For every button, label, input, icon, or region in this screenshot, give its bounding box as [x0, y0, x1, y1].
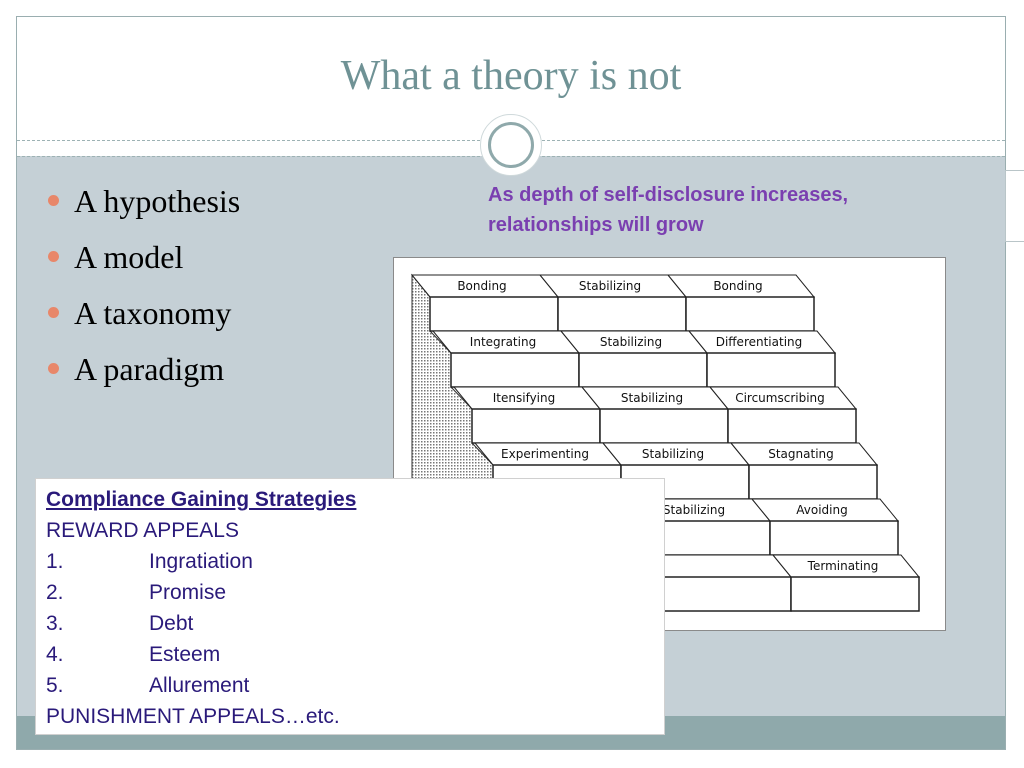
- bullet-item: A taxonomy: [48, 290, 240, 346]
- stage-label: Stabilizing: [600, 335, 662, 349]
- stage-label: Stagnating: [768, 447, 834, 461]
- stage-step-front: [471, 408, 601, 444]
- compliance-box: Compliance Gaining Strategies REWARD APP…: [35, 478, 665, 735]
- stage-step-front: [662, 576, 792, 612]
- bullet-list: A hypothesis A model A taxonomy A paradi…: [48, 178, 240, 402]
- reward-heading: REWARD APPEALS: [46, 519, 239, 542]
- bullet-item: A model: [48, 234, 240, 290]
- side-edge-mark: [1005, 170, 1024, 242]
- stage-step-front: [727, 408, 857, 444]
- stage-label: Terminating: [807, 559, 879, 573]
- list-item: 1.Ingratiation: [46, 550, 253, 573]
- bullet-dot-icon: [48, 195, 59, 206]
- diagram-caption: As depth of self-disclosure increases, r…: [488, 184, 849, 236]
- stage-label: Stabilizing: [579, 279, 641, 293]
- stage-step-front: [450, 352, 580, 388]
- slide-frame: [16, 16, 1006, 750]
- stage-label: Bonding: [457, 279, 506, 293]
- stage-step-front: [769, 520, 899, 556]
- stage-label: Bonding: [713, 279, 762, 293]
- stage-step-front: [685, 296, 815, 332]
- slide-title: What a theory is not: [340, 53, 682, 99]
- stage-label: Stabilizing: [663, 503, 725, 517]
- stage-step-front: [578, 352, 708, 388]
- bullet-dot-icon: [48, 307, 59, 318]
- stage-label: Circumscribing: [735, 391, 825, 405]
- list-item: 4.Esteem: [46, 643, 221, 666]
- stage-step-top: [643, 554, 793, 578]
- stage-step-front: [599, 408, 729, 444]
- list-item: 2.Promise: [46, 581, 227, 604]
- stage-label: Itensifying: [493, 391, 556, 405]
- list-item: 3.Debt: [46, 612, 194, 635]
- stage-label: Experimenting: [501, 447, 589, 461]
- divider-circle-icon: [480, 114, 542, 176]
- stage-label: Integrating: [470, 335, 536, 349]
- stage-label: Avoiding: [796, 503, 847, 517]
- compliance-title: Compliance Gaining Strategies: [46, 488, 357, 511]
- stage-step-front: [790, 576, 920, 612]
- punishment-heading: PUNISHMENT APPEALS…etc.: [46, 705, 340, 728]
- stage-label: Stabilizing: [642, 447, 704, 461]
- stage-step-front: [429, 296, 559, 332]
- bullet-dot-icon: [48, 251, 59, 262]
- stage-label: Stabilizing: [621, 391, 683, 405]
- bullet-item: A paradigm: [48, 346, 240, 402]
- list-item: 5.Allurement: [46, 674, 250, 697]
- bullet-item: A hypothesis: [48, 178, 240, 234]
- stage-step-front: [748, 464, 878, 500]
- stage-step-front: [557, 296, 687, 332]
- bullet-dot-icon: [48, 363, 59, 374]
- stage-step-front: [706, 352, 836, 388]
- stage-label: Differentiating: [716, 335, 803, 349]
